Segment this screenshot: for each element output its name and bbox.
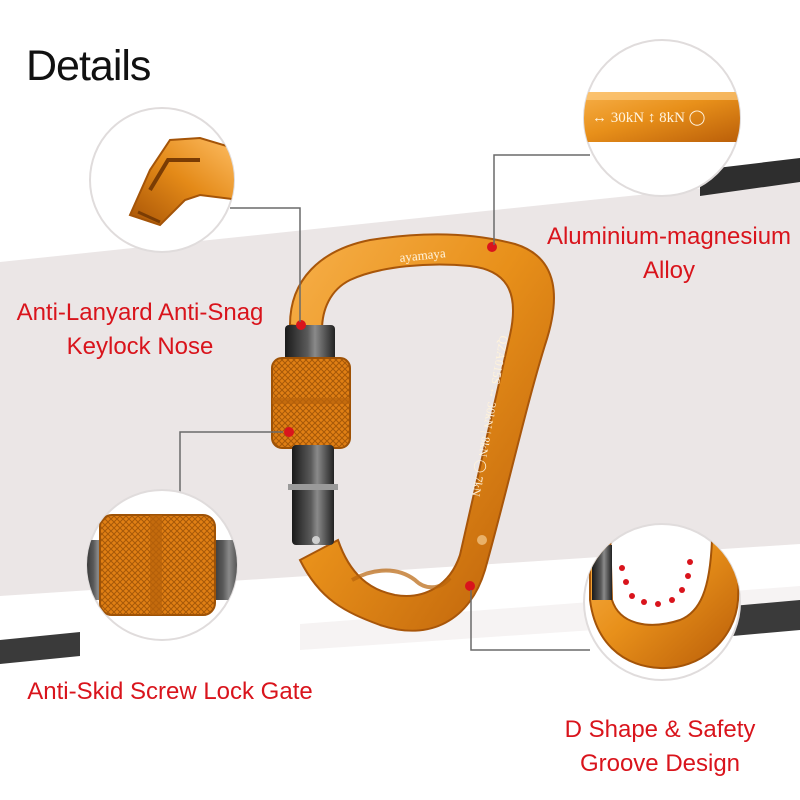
detail-circle-lock [86, 489, 238, 641]
connector-lines [179, 154, 590, 651]
feature-alloy-line-2: Alloy [642, 257, 696, 284]
feature-groove-line-1: D Shape & Safety [564, 716, 756, 743]
feature-alloy-line-1: Aluminium-magnesium [546, 223, 792, 250]
detail-circle-nose [89, 107, 235, 253]
feature-nose-line-1: Anti-Lanyard Anti-Snag [16, 299, 264, 326]
detail-circle-rating [583, 39, 741, 197]
rating-engraving: ↔ 30kN ↕ 8kN ◯ [592, 110, 705, 126]
feature-groove-line-2: Groove Design [579, 750, 741, 777]
carabiner-illustration [271, 233, 555, 632]
brand-engraving: ayamaya [399, 245, 447, 265]
feature-groove-label: D Shape & Safety Groove Design [545, 713, 775, 781]
feature-nose-line-2: Keylock Nose [66, 333, 214, 360]
feature-alloy-label: Aluminium-magnesium Alloy [538, 220, 800, 288]
feature-lock-label: Anti-Skid Screw Lock Gate [27, 678, 313, 705]
detail-circle-groove [583, 523, 741, 681]
feature-nose-label: Anti-Lanyard Anti-Snag Keylock Nose [10, 296, 270, 364]
page-title: Details [26, 42, 151, 90]
